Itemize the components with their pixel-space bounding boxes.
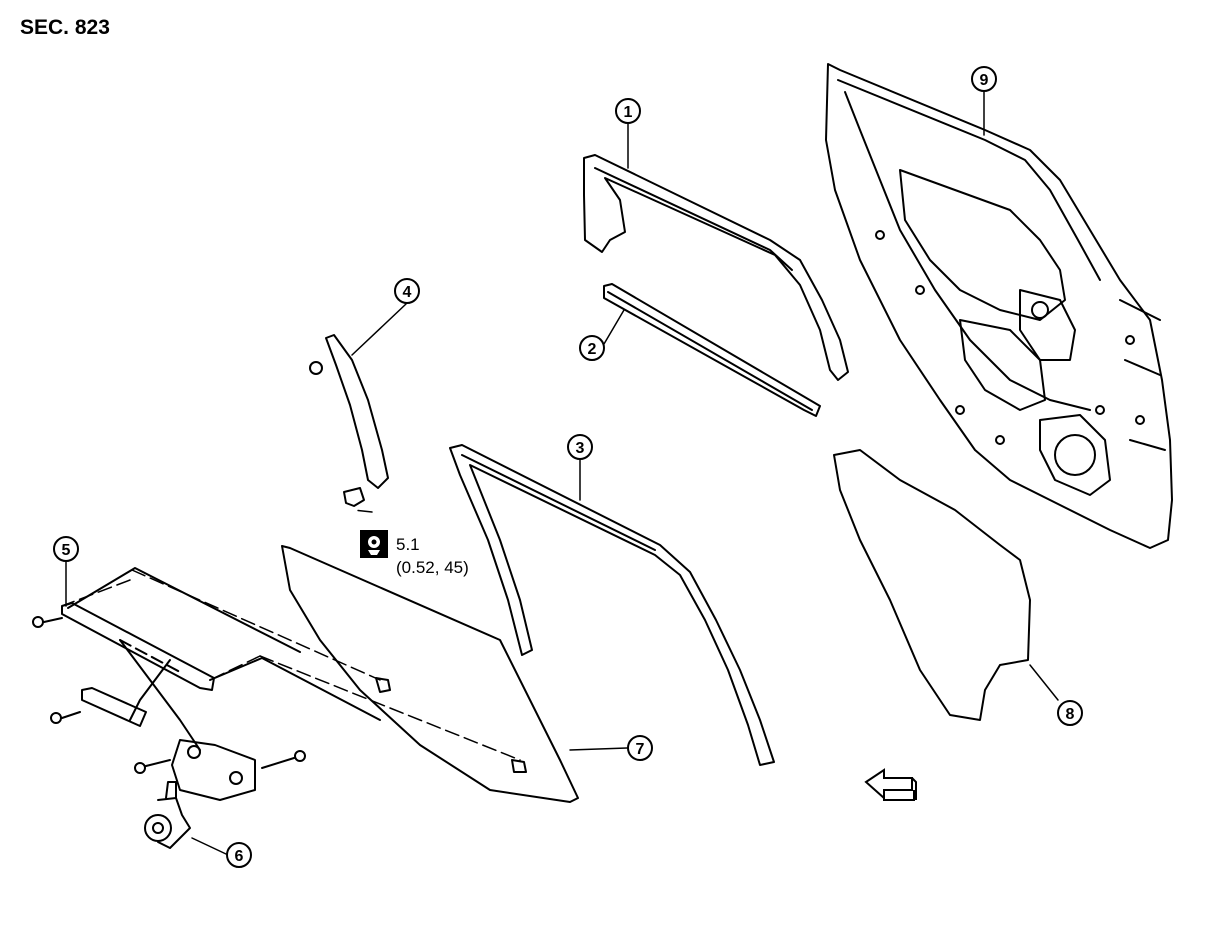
glass-run-frame (583, 154, 849, 381)
callout-2: 2 (579, 335, 605, 361)
leader-lines (65, 91, 1059, 855)
door-glass (281, 545, 579, 803)
callouts: 1 2 3 4 5 6 7 (53, 66, 1083, 868)
svg-text:3: 3 (576, 440, 585, 457)
callout-1: 1 (615, 98, 641, 124)
svg-text:9: 9 (980, 72, 989, 89)
door-panel (825, 63, 1173, 549)
section-title: SEC. 823 (20, 16, 110, 39)
callout-8: 8 (1057, 700, 1083, 726)
svg-text:8: 8 (1066, 706, 1075, 723)
callout-4: 4 (394, 278, 420, 304)
svg-text:6: 6 (235, 848, 244, 865)
callout-7: 7 (627, 735, 653, 761)
svg-text:5: 5 (62, 542, 71, 559)
torque-wrench-icon (360, 530, 388, 558)
svg-text:1: 1 (624, 104, 633, 121)
svg-text:4: 4 (403, 284, 412, 301)
svg-text:2: 2 (588, 341, 597, 358)
callout-3: 3 (567, 434, 593, 460)
front-arrow-icon (864, 768, 917, 801)
callout-9: 9 (971, 66, 997, 92)
outer-weatherstrip (603, 283, 821, 417)
glass-run-rubber (449, 444, 775, 766)
torque-alt-units: (0.52, 45) (396, 558, 469, 577)
window-regulator (32, 567, 381, 801)
torque-value: 5.1 (396, 535, 420, 554)
callout-6: 6 (226, 842, 252, 868)
svg-text:7: 7 (636, 741, 645, 758)
rear-sash (309, 334, 389, 507)
reference-lines (61, 509, 521, 761)
sealing-screen (833, 449, 1031, 721)
regulator-motor (144, 781, 191, 849)
callout-5: 5 (53, 536, 79, 562)
